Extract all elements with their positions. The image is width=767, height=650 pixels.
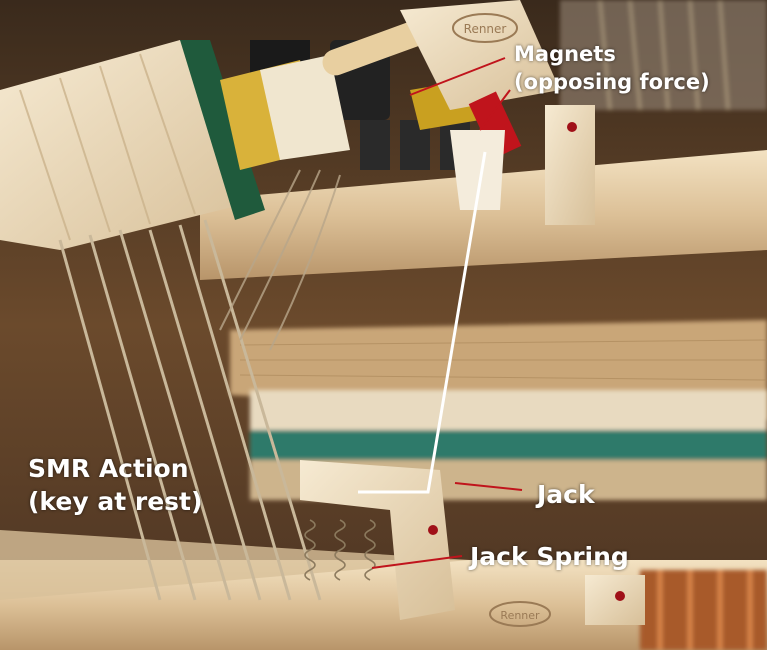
- jack-indicator-line: [358, 151, 487, 494]
- piano-strings: [560, 0, 767, 111]
- jack-label: Jack: [537, 480, 595, 509]
- magnets-label-line1: Magnets: [514, 42, 616, 66]
- jack-upper: [450, 130, 505, 210]
- magnets-leader-line: [409, 57, 506, 96]
- smr-action-label-line1: SMR Action: [28, 454, 189, 483]
- renner-block-bottom: Renner: [489, 575, 645, 627]
- brand-stamp-bottom: Renner: [500, 609, 540, 622]
- hammer-shanks: [58, 219, 322, 601]
- brand-stamp-top: Renner: [464, 22, 507, 36]
- upper-rail: [200, 150, 767, 280]
- magnets-label: Magnets (opposing force): [514, 40, 710, 96]
- magnets-label-line2: (opposing force): [514, 70, 710, 94]
- dowel: [322, 20, 428, 76]
- smr-action-label-line2: (key at rest): [28, 487, 203, 516]
- hammer-heads: [0, 40, 265, 250]
- jack-spring-leader-line: [371, 555, 463, 569]
- bass-strings: [640, 570, 767, 650]
- right-flange: [545, 105, 595, 225]
- magnets-leader-line-2: [479, 89, 511, 131]
- jack-part: [300, 460, 455, 620]
- yellow-felts: [220, 55, 480, 170]
- jack-spring-label: Jack Spring: [470, 542, 629, 571]
- smr-action-label: SMR Action (key at rest): [28, 452, 202, 518]
- red-magnet: [468, 91, 522, 159]
- jack-leader-line: [454, 482, 523, 491]
- jack-spring: [304, 519, 376, 581]
